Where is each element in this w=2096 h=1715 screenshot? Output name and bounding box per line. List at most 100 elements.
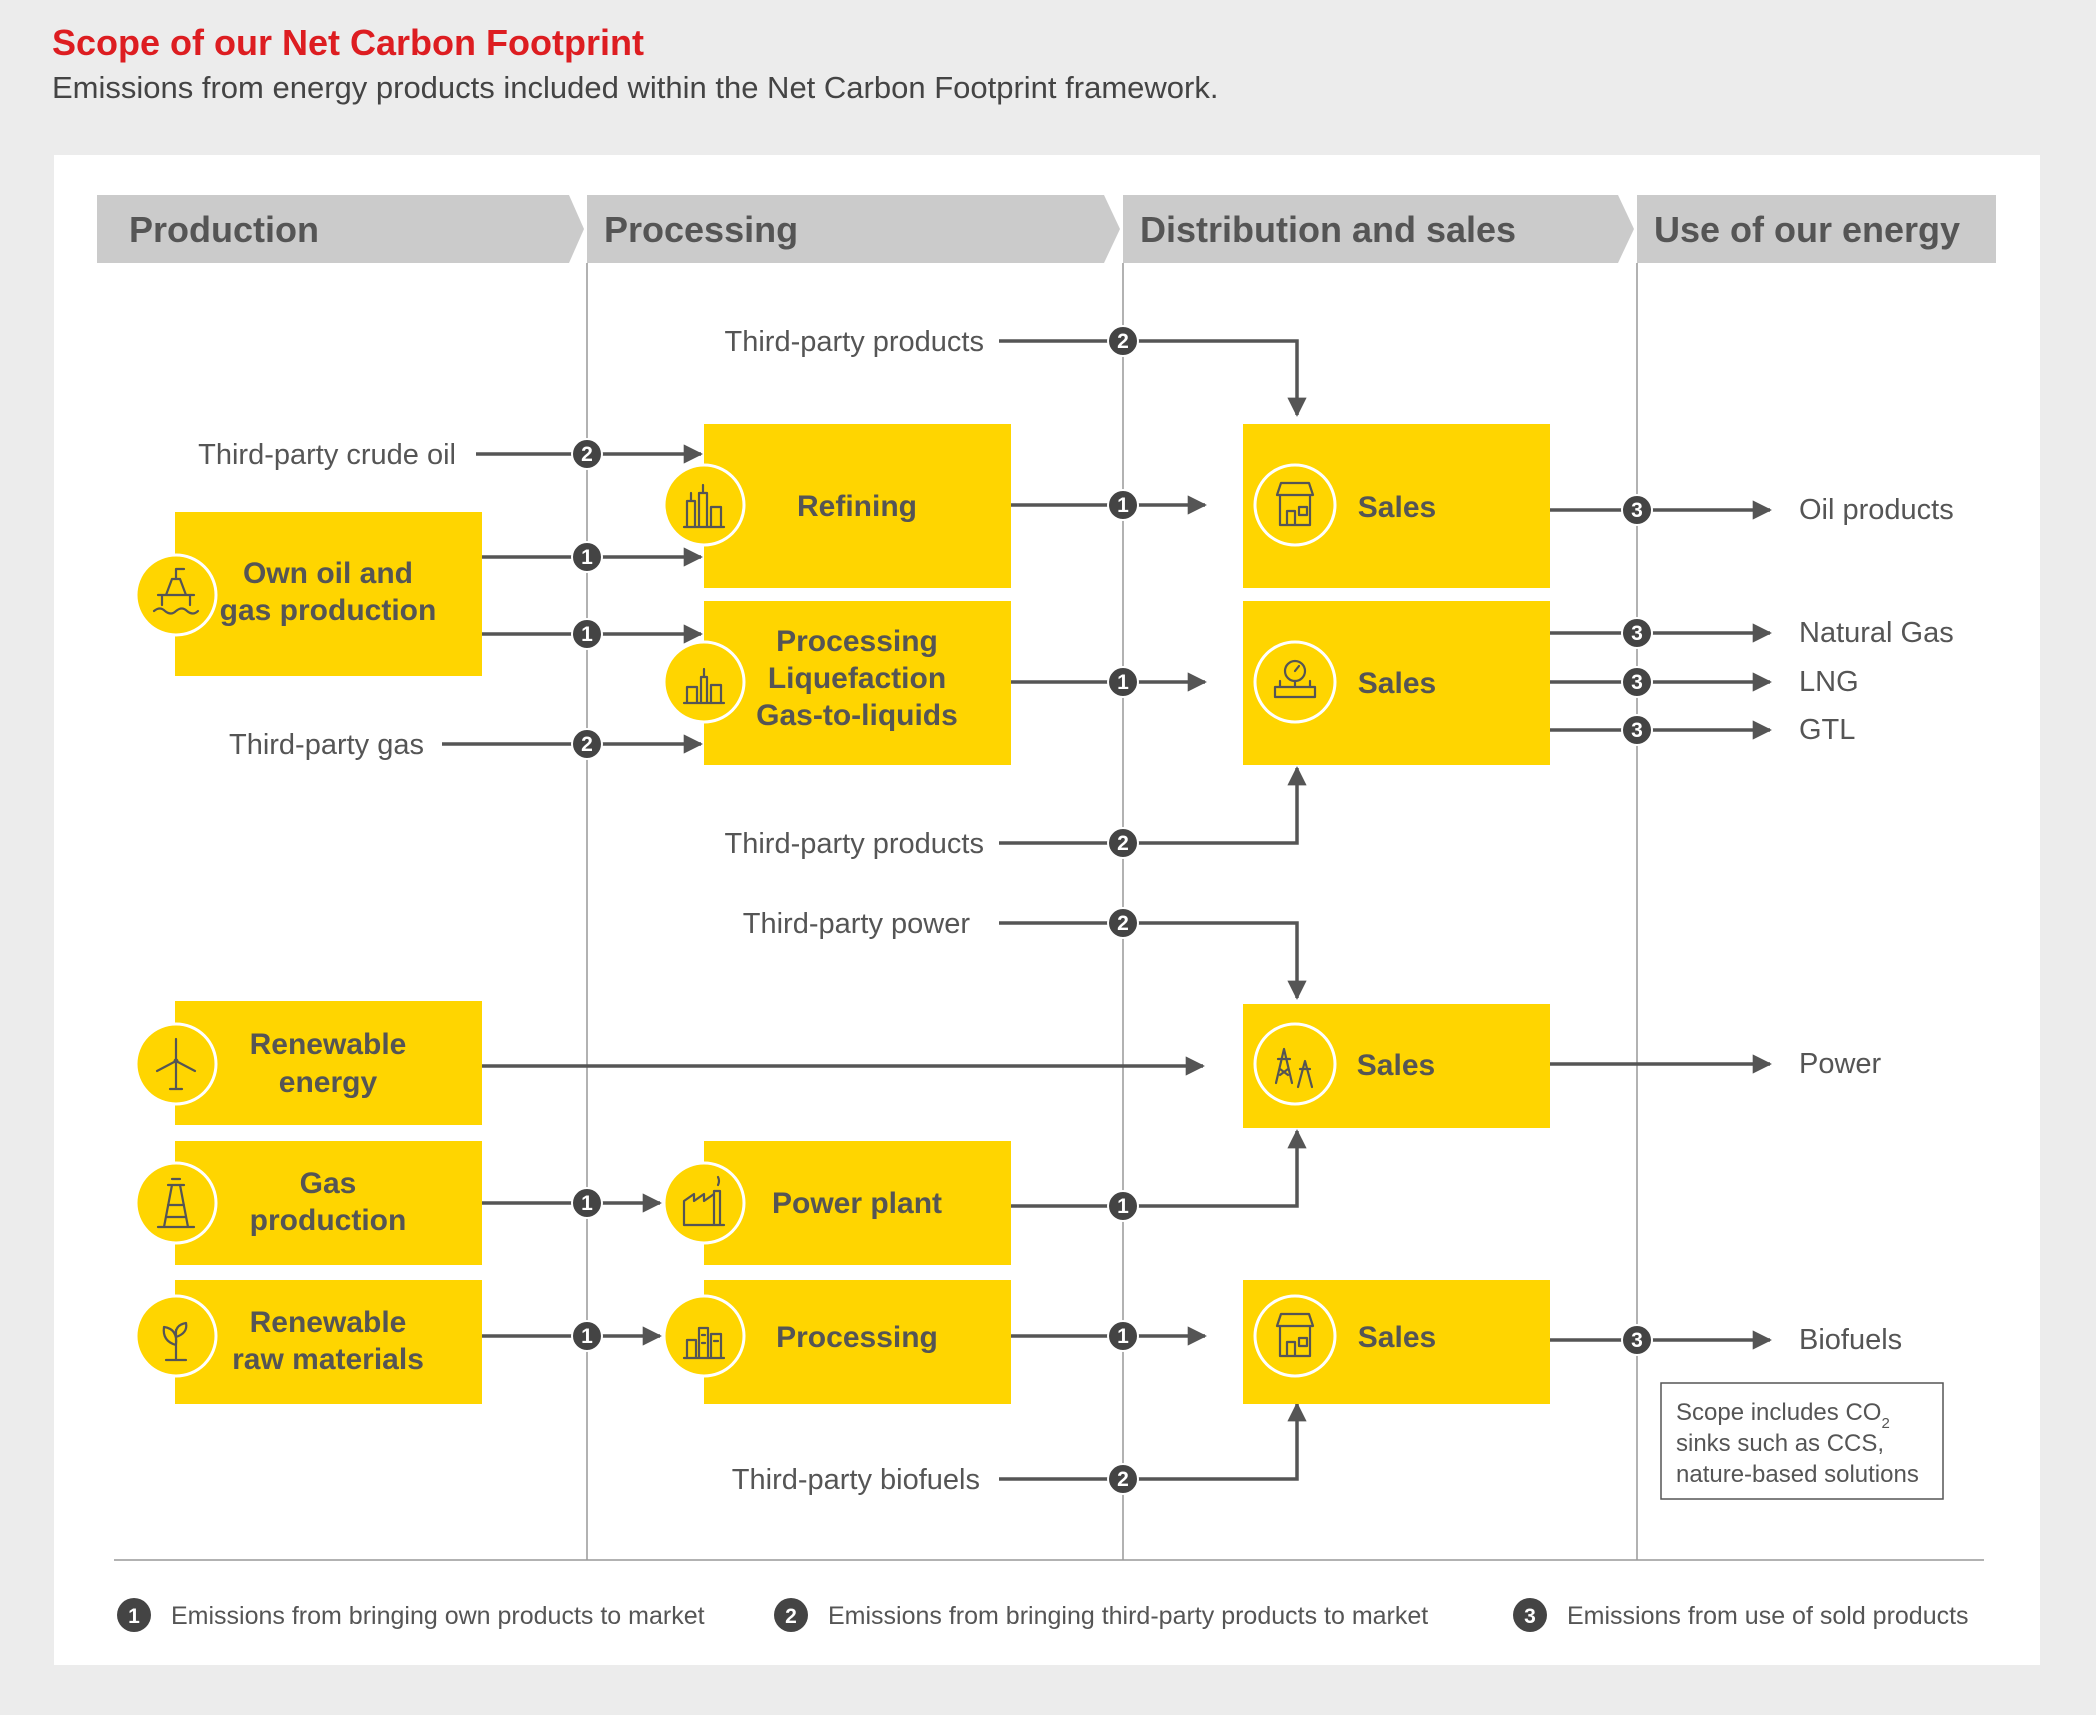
svg-text:2: 2 xyxy=(1117,832,1129,855)
oil-platform-icon xyxy=(134,553,218,637)
box-power-plant xyxy=(704,1141,1011,1265)
flow-arrow xyxy=(999,921,1307,1000)
badge-3: 3 xyxy=(1621,666,1653,698)
badge-3: 3 xyxy=(1621,617,1653,649)
note-line: sinks such as CCS, xyxy=(1676,1430,1884,1457)
box-refining xyxy=(704,424,1011,588)
output-label: Biofuels xyxy=(1799,1324,1902,1356)
svg-text:2: 2 xyxy=(581,443,593,466)
buildings-icon xyxy=(662,1294,746,1378)
svg-text:Scope includes CO2: Scope includes CO2 xyxy=(1676,1399,1890,1432)
svg-text:3: 3 xyxy=(1524,1605,1536,1628)
box-renewable-energy xyxy=(175,1001,482,1125)
legend-text: Emissions from use of sold products xyxy=(1567,1602,1969,1630)
box-label: energy xyxy=(279,1066,378,1099)
box-label: Renewable xyxy=(250,1306,407,1339)
box-label: raw materials xyxy=(232,1343,424,1376)
box-label: Refining xyxy=(797,490,917,523)
stage-header-production xyxy=(97,195,584,263)
svg-text:1: 1 xyxy=(581,1192,593,1215)
box-processing-liquefaction-gtl xyxy=(704,601,1011,765)
box-label: Own oil and xyxy=(243,557,413,590)
badges: 2 2 1 1 2 1 1 2 2 1 1 1 1 2 3 3 3 3 3 xyxy=(571,325,1653,1495)
flow-arrow xyxy=(999,1402,1307,1481)
badge-1: 1 xyxy=(571,1187,603,1219)
svg-text:1: 1 xyxy=(128,1605,140,1628)
gas-processing-icon xyxy=(662,640,746,724)
badge-1: 1 xyxy=(1107,666,1139,698)
svg-text:2: 2 xyxy=(581,733,593,756)
badge-2: 2 xyxy=(1107,827,1139,859)
badge-1: 1 xyxy=(571,1320,603,1352)
svg-text:1: 1 xyxy=(1117,1325,1129,1348)
flow-arrow xyxy=(999,766,1307,845)
box-label: Sales xyxy=(1358,667,1436,700)
box-label: Liquefaction xyxy=(768,662,946,695)
svg-text:3: 3 xyxy=(1631,719,1643,742)
svg-text:2: 2 xyxy=(1117,330,1129,353)
svg-text:2: 2 xyxy=(1117,1468,1129,1491)
input-label: Third-party products xyxy=(725,828,985,860)
plant-leaf-icon xyxy=(134,1294,218,1378)
stage-label-use: Use of our energy xyxy=(1654,209,1960,250)
badge-2: 2 xyxy=(1107,1463,1139,1495)
output-label: Oil products xyxy=(1799,494,1954,526)
legend-text: Emissions from bringing own products to … xyxy=(171,1602,705,1630)
badge-2: 2 xyxy=(1107,325,1139,357)
gas-meter-icon xyxy=(1253,640,1337,724)
box-label: Processing xyxy=(776,1321,938,1354)
stage-label-processing: Processing xyxy=(604,209,798,250)
badge-1: 1 xyxy=(571,618,603,650)
output-label: LNG xyxy=(1799,666,1859,698)
scope-note: Scope includes CO2 sinks such as CCS, na… xyxy=(1660,1382,1944,1500)
note-line: Scope includes CO xyxy=(1676,1399,1881,1426)
shop-icon xyxy=(1253,1294,1337,1378)
legend: 1 Emissions from bringing own products t… xyxy=(117,1598,1969,1632)
badge-3: 3 xyxy=(1621,494,1653,526)
box-label: Sales xyxy=(1358,1321,1436,1354)
stage-label-distribution: Distribution and sales xyxy=(1140,209,1516,250)
diagram-panel: Production Processing Distribution and s… xyxy=(54,155,2040,1665)
input-label: Third-party gas xyxy=(229,729,424,761)
box-label: gas production xyxy=(220,594,437,627)
box-label: Gas-to-liquids xyxy=(756,699,958,732)
svg-text:2: 2 xyxy=(785,1605,797,1628)
svg-text:1: 1 xyxy=(581,546,593,569)
output-label: Natural Gas xyxy=(1799,617,1954,649)
badge-1: 1 xyxy=(1107,489,1139,521)
box-label: production xyxy=(250,1204,407,1237)
svg-text:3: 3 xyxy=(1631,622,1643,645)
svg-text:1: 1 xyxy=(1117,671,1129,694)
badge-1: 1 xyxy=(1107,1320,1139,1352)
legend-item-1: 1 Emissions from bringing own products t… xyxy=(117,1598,705,1632)
box-label: Power plant xyxy=(772,1187,942,1220)
flow-arrow xyxy=(1011,1129,1307,1208)
input-label: Third-party products xyxy=(725,326,985,358)
box-processing-bio xyxy=(704,1280,1011,1404)
shop-icon xyxy=(1253,463,1337,547)
legend-text: Emissions from bringing third-party prod… xyxy=(828,1602,1428,1630)
svg-text:2: 2 xyxy=(1117,912,1129,935)
svg-text:1: 1 xyxy=(1117,494,1129,517)
stage-header-use xyxy=(1637,195,1996,263)
net-carbon-footprint-diagram: Production Processing Distribution and s… xyxy=(97,195,1996,1632)
wind-turbine-icon xyxy=(134,1022,218,1106)
svg-text:3: 3 xyxy=(1631,1329,1643,1352)
badge-1: 1 xyxy=(571,541,603,573)
legend-item-3: 3 Emissions from use of sold products xyxy=(1513,1598,1969,1632)
flow-lines xyxy=(442,339,1772,1481)
output-label: GTL xyxy=(1799,714,1855,746)
power-pylon-icon xyxy=(1253,1022,1337,1106)
refinery-icon xyxy=(662,463,746,547)
input-label: Third-party biofuels xyxy=(732,1464,980,1496)
stage-header-distribution xyxy=(1123,195,1634,263)
page-subtitle: Emissions from energy products included … xyxy=(52,70,1219,105)
note-subscript: 2 xyxy=(1881,1415,1889,1432)
legend-item-2: 2 Emissions from bringing third-party pr… xyxy=(774,1598,1428,1632)
svg-text:3: 3 xyxy=(1631,671,1643,694)
badge-3: 3 xyxy=(1621,1324,1653,1356)
badge-2: 2 xyxy=(571,728,603,760)
box-label: Sales xyxy=(1358,491,1436,524)
badge-3: 3 xyxy=(1621,714,1653,746)
badge-2: 2 xyxy=(571,438,603,470)
